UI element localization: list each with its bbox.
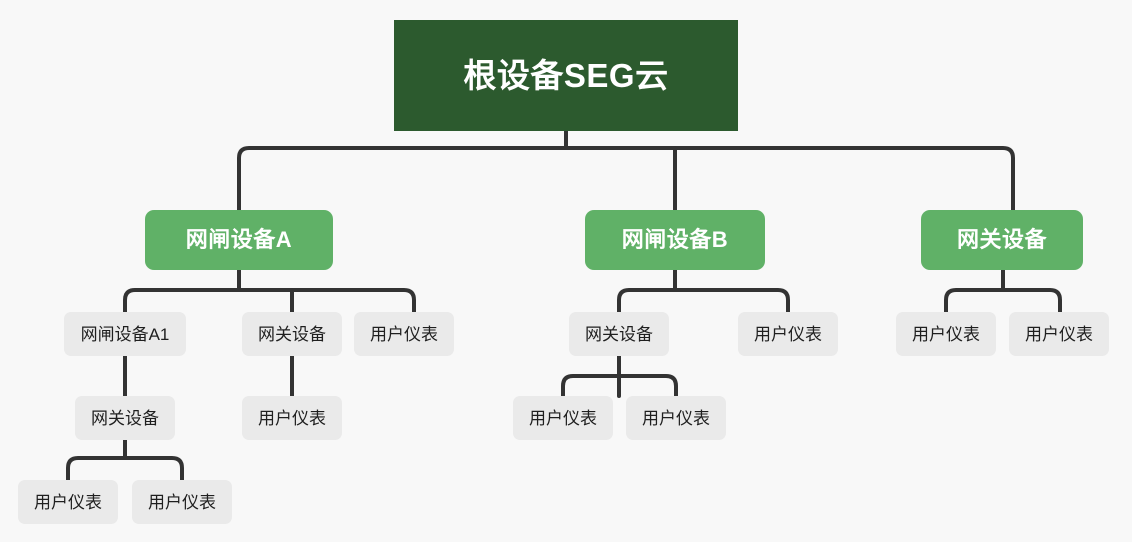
node-c1-label: 用户仪表 [912, 324, 980, 344]
node-a3[interactable]: 用户仪表 [354, 312, 454, 356]
node-gateway-device-a[interactable]: 网闸设备A [145, 210, 333, 270]
edge-b-bus [617, 288, 790, 314]
node-a1-1-label: 网关设备 [91, 408, 159, 428]
node-a1-1-1[interactable]: 用户仪表 [18, 480, 118, 524]
node-a1[interactable]: 网闸设备A1 [64, 312, 186, 356]
node-gateway-device-c[interactable]: 网关设备 [921, 210, 1083, 270]
edge-b1-bus [561, 374, 678, 398]
node-b1-label: 网关设备 [585, 324, 653, 344]
node-a2-label: 网关设备 [258, 324, 326, 344]
node-c1[interactable]: 用户仪表 [896, 312, 996, 356]
node-b1-1-label: 用户仪表 [529, 408, 597, 428]
node-b1-2[interactable]: 用户仪表 [626, 396, 726, 440]
node-a2[interactable]: 网关设备 [242, 312, 342, 356]
node-b2-label: 用户仪表 [754, 324, 822, 344]
node-b2[interactable]: 用户仪表 [738, 312, 838, 356]
node-a1-1[interactable]: 网关设备 [75, 396, 175, 440]
node-root-label: 根设备SEG云 [463, 57, 669, 94]
node-c2[interactable]: 用户仪表 [1009, 312, 1109, 356]
node-gateway-device-b[interactable]: 网闸设备B [585, 210, 765, 270]
edge-c-bus [944, 288, 1062, 314]
node-b1-1[interactable]: 用户仪表 [513, 396, 613, 440]
node-a1-1-2-label: 用户仪表 [148, 492, 216, 512]
node-a1-1-2[interactable]: 用户仪表 [132, 480, 232, 524]
node-a2-1-label: 用户仪表 [258, 408, 326, 428]
node-a1-1-1-label: 用户仪表 [34, 492, 102, 512]
node-gateway-device-b-label: 网闸设备B [621, 227, 729, 252]
edge-root-bus [237, 146, 1015, 212]
node-b1[interactable]: 网关设备 [569, 312, 669, 356]
node-root[interactable]: 根设备SEG云 [394, 20, 738, 131]
edge-a1gw-bus [66, 456, 184, 482]
node-gateway-device-c-label: 网关设备 [956, 227, 1047, 252]
node-a2-1[interactable]: 用户仪表 [242, 396, 342, 440]
node-a3-label: 用户仪表 [370, 324, 438, 344]
node-b1-2-label: 用户仪表 [642, 408, 710, 428]
edge-a-bus [123, 288, 416, 314]
node-a1-label: 网闸设备A1 [80, 324, 170, 344]
node-c2-label: 用户仪表 [1025, 324, 1093, 344]
node-gateway-device-a-label: 网闸设备A [185, 227, 293, 252]
